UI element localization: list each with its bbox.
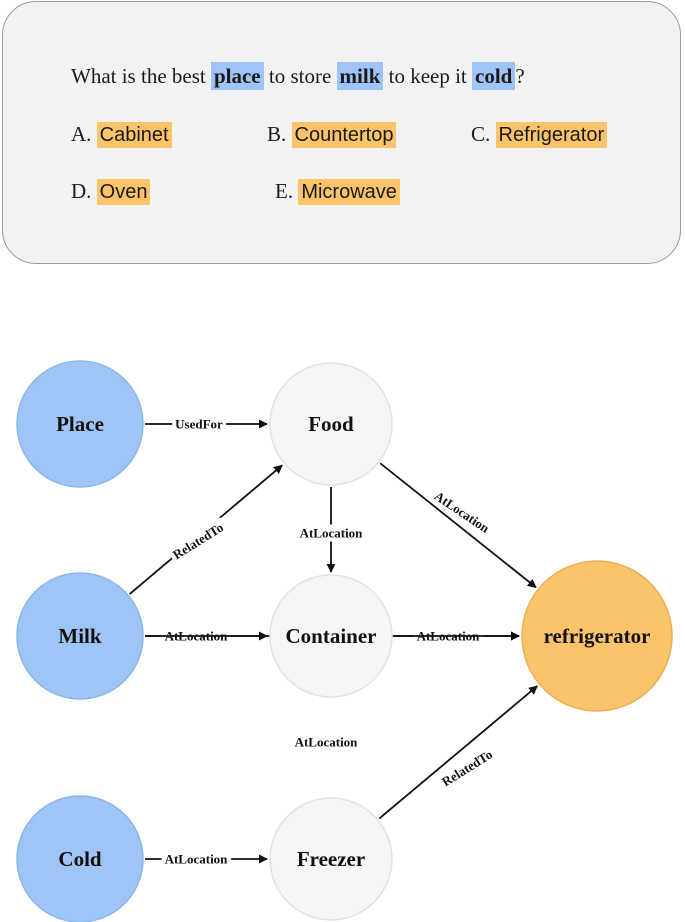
node-label-place: Place	[56, 412, 104, 436]
question-part: to keep it	[383, 64, 473, 88]
question-text: What is the best place to store milk to …	[71, 62, 525, 90]
edge-label-background	[166, 517, 230, 565]
option-letter: E.	[275, 179, 299, 203]
option-letter: B.	[267, 122, 292, 146]
edge-label: AtLocation	[295, 735, 359, 750]
edge-label-group: AtLocation	[291, 733, 362, 751]
option-letter: C.	[471, 122, 496, 146]
option-letter: A.	[71, 122, 97, 146]
edge-label: RelatedTo	[439, 747, 495, 790]
option-text: Cabinet	[96, 122, 172, 148]
option-text: Oven	[96, 179, 151, 205]
edge-label-background	[291, 733, 362, 751]
option-e: E. Microwave	[275, 179, 400, 205]
option-text: Refrigerator	[495, 122, 608, 148]
edge-label: UsedFor	[175, 417, 223, 432]
node-label-milk: Milk	[58, 624, 101, 648]
node-place	[16, 360, 144, 488]
edge-label: AtLocation	[300, 526, 364, 541]
node-freezer	[269, 797, 393, 921]
node-label-refrigerator: refrigerator	[544, 624, 651, 648]
edge-freezer-refrigerator	[378, 685, 538, 820]
node-label-food: Food	[308, 412, 354, 436]
keyword-cold: cold	[472, 62, 516, 90]
edge-label-group: RelatedTo	[435, 744, 499, 792]
node-milk	[16, 572, 144, 700]
node-refrigerator	[521, 560, 673, 712]
edge-label: AtLocation	[165, 852, 229, 867]
question-part: What is the best	[71, 64, 211, 88]
option-d: D. Oven	[71, 179, 151, 205]
node-container	[269, 574, 393, 698]
node-label-container: Container	[286, 624, 377, 648]
option-text: Microwave	[298, 179, 400, 205]
edge-label-background	[161, 850, 232, 868]
node-label-freezer: Freezer	[297, 847, 365, 871]
question-card: What is the best place to store milk to …	[2, 1, 681, 264]
keyword-milk: milk	[336, 62, 384, 90]
edge-label: RelatedTo	[170, 520, 226, 563]
question-part: ?	[515, 64, 525, 88]
edge-label-group: RelatedTo	[166, 517, 230, 565]
option-b: B. Countertop	[267, 122, 397, 148]
option-c: C. Refrigerator	[471, 122, 608, 148]
edge-label-background	[435, 744, 499, 792]
edge-label-background	[428, 485, 496, 539]
option-letter: D.	[71, 179, 97, 203]
edge-label-background	[296, 524, 367, 542]
edge-label-group: UsedFor	[172, 415, 227, 433]
node-cold	[16, 795, 144, 922]
node-label-cold: Cold	[58, 847, 102, 871]
node-food	[269, 362, 393, 486]
edge-label-background	[172, 415, 227, 433]
option-a: A. Cabinet	[71, 122, 172, 148]
edge-food-refrigerator	[379, 462, 537, 589]
option-text: Countertop	[291, 122, 397, 148]
edge-label-group: AtLocation	[296, 524, 367, 542]
keyword-place: place	[210, 62, 264, 90]
edge-label-group: AtLocation	[161, 850, 232, 868]
question-part: to store	[263, 64, 337, 88]
edge-label-group: AtLocation	[428, 485, 496, 539]
